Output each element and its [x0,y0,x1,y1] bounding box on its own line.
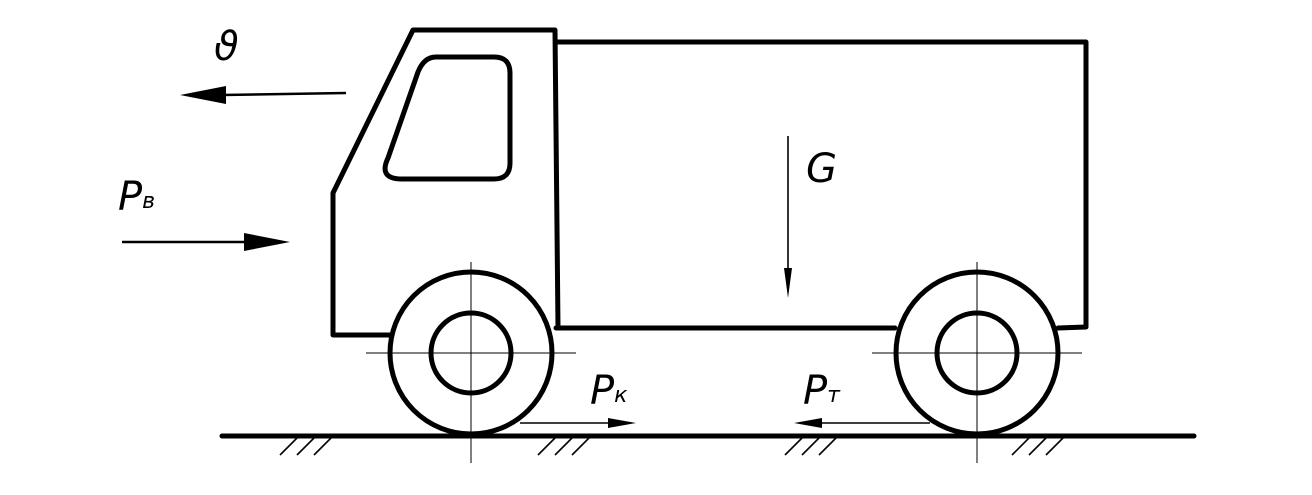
ground [219,433,1197,456]
rear-wheel [872,262,1082,463]
truck [330,27,1089,338]
air-resistance-arrowhead [244,233,290,251]
braking-force-arrowhead [794,418,822,428]
cargo-box [553,39,1089,331]
air-resistance-symbol: P [118,174,143,220]
velocity-arrowhead [180,86,226,104]
air-resistance-subscript: в [142,189,155,214]
braking-force-label: Pт [803,368,841,414]
velocity-label: ϑ [214,24,239,70]
traction-force-symbol: P [590,368,615,414]
air-resistance-label: Pв [118,174,155,220]
front-wheel [366,262,576,463]
braking-force-symbol: P [803,368,828,414]
gravity-arrowhead [784,268,792,298]
traction-force-subscript: к [614,383,628,408]
gravity-vector: G [784,136,837,298]
traction-force-vector: Pк [520,368,636,428]
traction-force-arrowhead [608,418,636,428]
air-resistance-vector: Pв [118,174,290,251]
velocity-vector: ϑ [180,24,347,104]
braking-force-subscript: т [827,383,841,408]
ground-hatching [279,436,1065,456]
truck-cab [330,27,561,338]
braking-force-vector: Pт [794,368,930,428]
gravity-label: G [806,146,837,192]
cab-window [382,54,513,182]
traction-force-label: Pк [590,368,628,414]
